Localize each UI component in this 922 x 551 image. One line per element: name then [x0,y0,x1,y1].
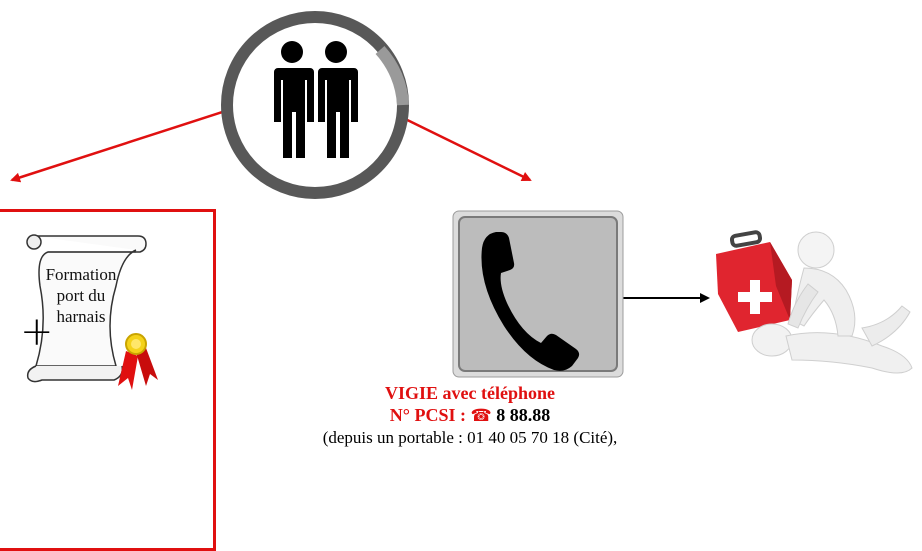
certificate-line-1: Formation [45,265,117,284]
scroll-certificate-icon [26,234,158,390]
phone-glyph-icon: ☎ [470,406,492,426]
pcsi-line: N° PCSI : ☎ 8 88.88 [300,404,640,427]
telephone-handset-icon [452,210,624,378]
certificate-frame [0,209,216,551]
phone-caption: VIGIE avec téléphone N° PCSI : ☎ 8 88.88… [300,382,640,449]
pcsi-number: 8 88.88 [496,405,551,425]
mobile-note: (depuis un portable : 01 40 05 70 18 (Ci… [322,428,618,447]
first-aid-rescuer-icon [716,230,913,374]
pcsi-label: N° PCSI : [389,405,471,425]
certificate-line-3: harnais [56,307,106,326]
certificate-line-2: port du [56,286,106,305]
vigie-label: VIGIE avec téléphone [385,383,555,403]
certificate-text: Formation port du harnais [36,264,126,327]
two-people-icon [221,11,409,199]
plus-symbol: + [20,309,54,355]
